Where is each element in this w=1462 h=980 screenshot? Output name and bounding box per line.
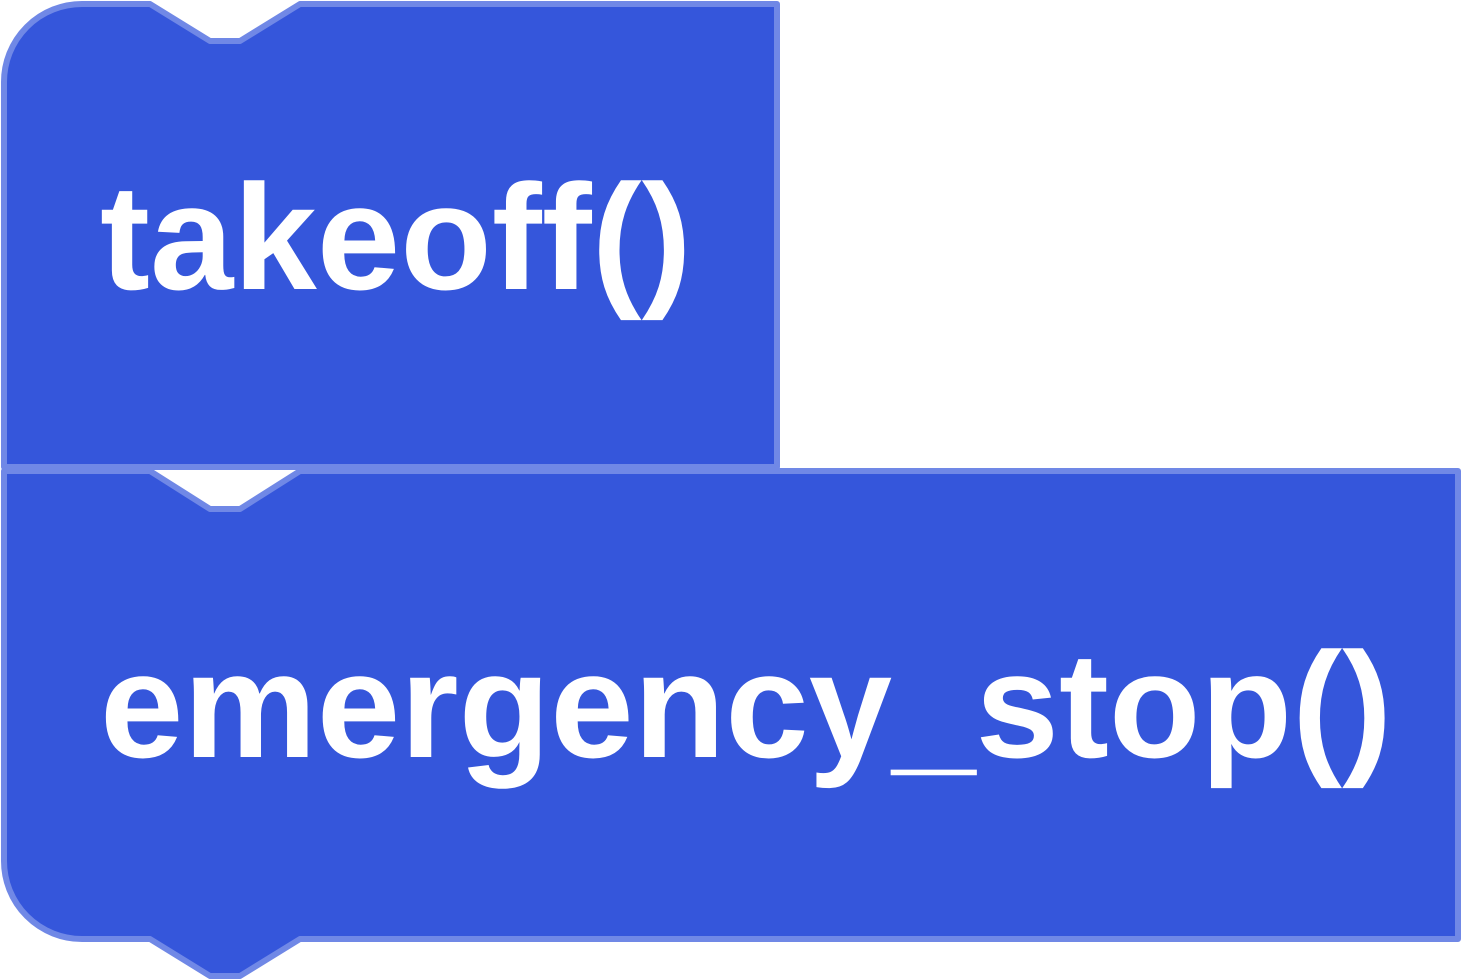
emergency-stop-block[interactable]: emergency_stop() bbox=[0, 465, 1462, 980]
takeoff-block[interactable]: takeoff() bbox=[0, 0, 780, 470]
emergency-stop-block-shape bbox=[1, 468, 1461, 979]
takeoff-block-label: takeoff() bbox=[100, 153, 692, 321]
takeoff-block-shape bbox=[1, 1, 780, 470]
emergency-stop-block-label: emergency_stop() bbox=[100, 621, 1393, 789]
